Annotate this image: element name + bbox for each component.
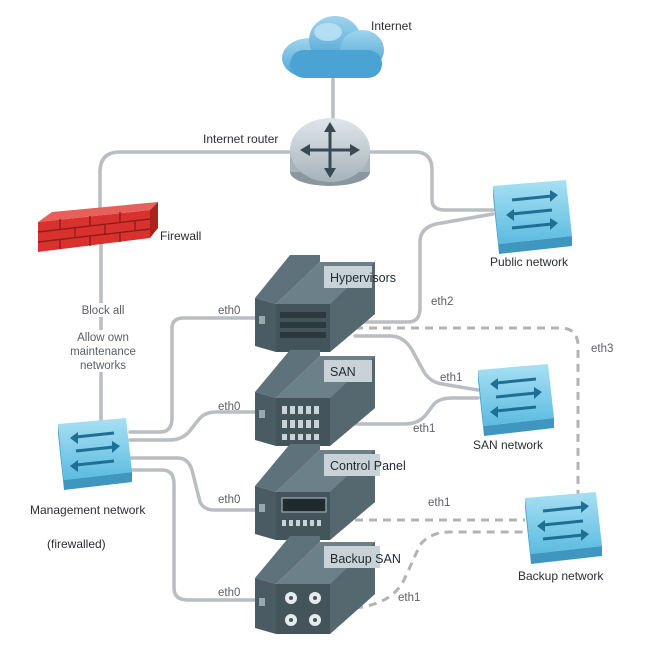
management-firewalled-note: (firewalled): [47, 537, 106, 551]
cloud-icon: [282, 16, 384, 78]
rule-allow-own: Allow own: [77, 332, 129, 344]
internet-router: Internet router: [203, 118, 370, 186]
backup-network-switch: Backup network: [518, 492, 604, 583]
control-panel-server: Control Panel: [255, 444, 406, 540]
san-server: SAN: [255, 350, 375, 446]
rule-networks: networks: [80, 360, 126, 372]
iface-hyp-eth3: eth3: [591, 343, 613, 355]
server-icon: [255, 444, 380, 540]
firewall-rules: Block all Allow own maintenance networks: [70, 303, 140, 372]
iface-bsan-eth1: eth1: [398, 592, 420, 604]
san-network-switch: SAN network: [473, 364, 554, 452]
dashed-cables: [354, 326, 580, 610]
server-icon: [255, 536, 380, 634]
public-network-label: Public network: [490, 255, 569, 269]
switch-icon: [58, 418, 132, 490]
internet-cloud: Internet: [282, 16, 412, 78]
backup-network-label: Backup network: [518, 569, 604, 583]
iface-san-eth1-a: eth1: [440, 372, 462, 384]
control-panel-label: Control Panel: [330, 459, 406, 473]
san-label: SAN: [330, 365, 356, 379]
public-network-switch: Public network: [490, 180, 572, 269]
rule-maintenance: maintenance: [70, 346, 136, 358]
cables: [98, 76, 495, 602]
iface-hyp-eth0: eth0: [218, 305, 240, 317]
cable-mgmt-cp: [128, 456, 262, 512]
rule-block-all: Block all: [82, 305, 125, 317]
interface-labels: eth0 eth2 eth3 eth0 eth1 eth1 eth0 eth1 …: [218, 296, 613, 604]
cable-bsan-backup: [354, 530, 525, 610]
firewall-brick-icon: [37, 202, 158, 252]
switch-icon: [525, 492, 602, 564]
management-network-switch: Management network (firewalled): [30, 418, 146, 551]
router-icon: [290, 118, 370, 186]
cable-hyp-public: [353, 212, 495, 324]
iface-cp-eth1: eth1: [428, 497, 450, 509]
cable-hyp-san-network: [353, 334, 480, 392]
firewall-label: Firewall: [160, 229, 201, 243]
internet-label: Internet: [371, 19, 412, 33]
server-icon: [255, 350, 375, 446]
server-icon: [255, 255, 375, 352]
iface-san-eth1-b: eth1: [413, 423, 435, 435]
hypervisors-server: Hypervisors: [255, 255, 396, 352]
backup-san-server: Backup SAN: [255, 536, 401, 634]
iface-san-eth0: eth0: [218, 401, 240, 413]
switch-icon: [478, 364, 554, 436]
cable-san-san-network: [353, 396, 480, 426]
management-network-label: Management network: [30, 503, 146, 517]
iface-cp-eth0: eth0: [218, 494, 240, 506]
backup-san-label: Backup SAN: [330, 552, 401, 566]
hypervisors-label: Hypervisors: [330, 271, 396, 285]
cable-mgmt-hyp: [128, 316, 262, 434]
cable-mgmt-bsan: [128, 468, 262, 602]
router-label: Internet router: [203, 132, 278, 146]
cable-mgmt-san: [128, 410, 262, 442]
iface-bsan-eth0: eth0: [218, 587, 240, 599]
san-network-label: SAN network: [473, 438, 544, 452]
cable-router-public: [368, 150, 495, 212]
switch-icon: [493, 180, 572, 254]
firewall: Firewall: [37, 202, 201, 252]
iface-hyp-eth2: eth2: [431, 296, 453, 308]
cable-router-firewall: [98, 150, 292, 224]
